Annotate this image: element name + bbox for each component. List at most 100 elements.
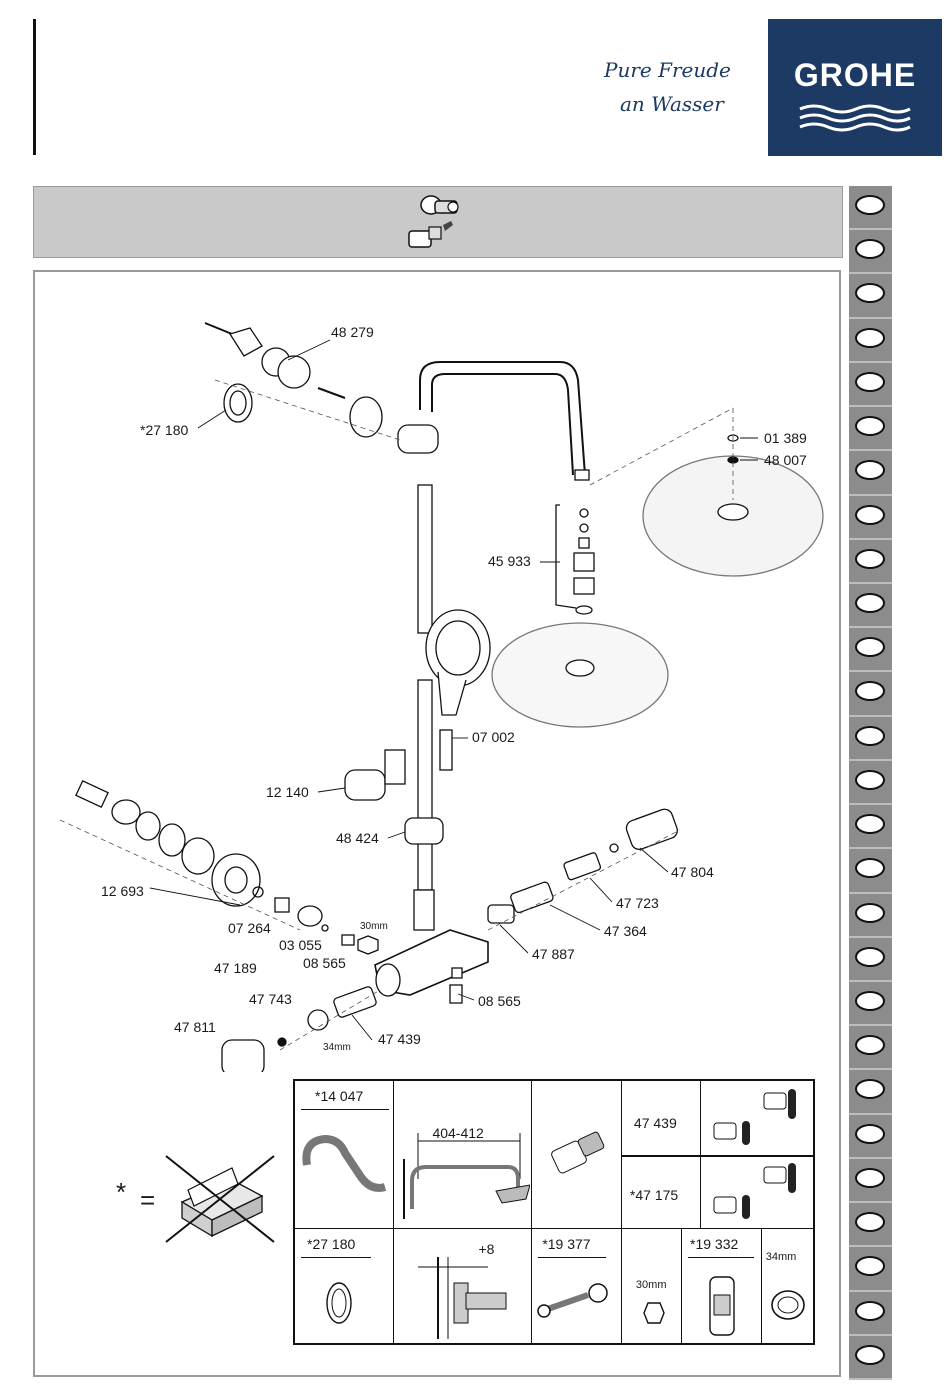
language-tab[interactable] [849,363,892,407]
callout-47887: 47 887 [532,946,575,962]
language-tab-oval [855,195,885,215]
callout-45933: 45 933 [488,553,531,569]
socket-tool-icon [706,1275,740,1341]
brand-name: GROHE [768,57,942,94]
language-tab[interactable] [849,1292,892,1336]
language-tab[interactable] [849,1336,892,1380]
language-tab[interactable] [849,407,892,451]
language-tab[interactable] [849,717,892,761]
callout-47804: 47 804 [671,864,714,880]
header-bar [33,186,843,258]
language-tab-oval [855,814,885,834]
language-tab-oval [855,681,885,701]
rosette-icon [319,1277,359,1329]
callout-47743: 47 743 [249,991,292,1007]
language-tab[interactable] [849,628,892,672]
label-47439: 47 439 [634,1115,677,1131]
callout-07264: 07 264 [228,920,271,936]
language-tab[interactable] [849,894,892,938]
language-tab[interactable] [849,496,892,540]
language-tab[interactable] [849,584,892,628]
language-tab-oval [855,1124,885,1144]
not-included-box-icon [162,1150,278,1246]
language-tab[interactable] [849,849,892,893]
size-30mm-label: 30mm [360,919,388,935]
language-tab-oval [855,460,885,480]
language-tab[interactable] [849,1070,892,1114]
label-19332: *19 332 [690,1236,738,1252]
language-tab[interactable] [849,186,892,230]
language-tab-oval [855,372,885,392]
language-tab-oval [855,505,885,525]
exploded-drawing [35,272,839,1072]
label-14047: *14 047 [315,1088,363,1104]
language-tab-oval [855,1212,885,1232]
callout-27180: *27 180 [140,422,188,438]
cell-thermo-cartridges: 47 439 *47 175 [621,1080,814,1228]
cell-nut-30mm: 30mm [621,1228,681,1344]
callout-12693: 12 693 [101,883,144,899]
size-34mm-label: 34mm [323,1040,351,1056]
language-tab-oval [855,903,885,923]
language-tab-oval [855,1345,885,1365]
language-tab[interactable] [849,1203,892,1247]
language-tab[interactable] [849,1159,892,1203]
language-tab-oval [855,239,885,259]
top-left-rule [33,19,36,155]
callout-48424: 48 424 [336,830,379,846]
language-tab[interactable] [849,451,892,495]
callout-47364: 47 364 [604,923,647,939]
label-19377: *19 377 [542,1236,590,1252]
language-tab[interactable] [849,982,892,1026]
language-tab[interactable] [849,540,892,584]
language-tab[interactable] [849,230,892,274]
cell-cartridge [532,1080,622,1228]
arm-length-diagram [398,1119,530,1227]
label-47175: *47 175 [630,1187,678,1203]
callout-03055: 03 055 [279,937,322,953]
callout-12140: 12 140 [266,784,309,800]
language-tab[interactable] [849,761,892,805]
language-tab-oval [855,593,885,613]
language-tab[interactable] [849,274,892,318]
language-tab[interactable] [849,938,892,982]
callout-01389: 01 389 [764,430,807,446]
language-tab-oval [855,283,885,303]
callout-47439: 47 439 [378,1031,421,1047]
language-tab-oval [855,328,885,348]
size-30mm-table: 30mm [636,1279,667,1291]
ring-icon [768,1285,808,1325]
language-tab[interactable] [849,1026,892,1070]
slogan-line-1: Pure Freude [604,58,731,82]
language-tab-oval [855,416,885,436]
callout-48279: 48 279 [331,324,374,340]
extension-diagram [408,1249,518,1341]
language-tab-oval [855,1256,885,1276]
language-tab-oval [855,1168,885,1188]
callout-48007: 48 007 [764,452,807,468]
size-34mm-table: 34mm [766,1251,797,1263]
language-tab[interactable] [849,319,892,363]
language-tab-oval [855,1301,885,1321]
cell-arm-length: 404-412 [394,1080,532,1228]
language-tab-oval [855,1035,885,1055]
waves-icon [798,103,912,135]
language-tab-oval [855,549,885,569]
language-tab-oval [855,991,885,1011]
language-tab-oval [855,726,885,746]
language-tab-oval [855,858,885,878]
language-tab[interactable] [849,672,892,716]
callout-47811: 47 811 [174,1019,216,1035]
spare-parts-icon [401,191,481,255]
language-tab[interactable] [849,1115,892,1159]
cartridge-icon [550,1125,610,1185]
language-tab-oval [855,947,885,967]
accessory-table: *14 047 404-412 [293,1079,815,1345]
language-tab[interactable] [849,1247,892,1291]
language-tab[interactable] [849,805,892,849]
cell-tool-34: *19 332 [682,1228,762,1344]
cell-wrench: *19 377 [532,1228,622,1344]
legend-equals: = [140,1192,155,1208]
callout-47723: 47 723 [616,895,659,911]
label-27180: *27 180 [307,1236,355,1252]
